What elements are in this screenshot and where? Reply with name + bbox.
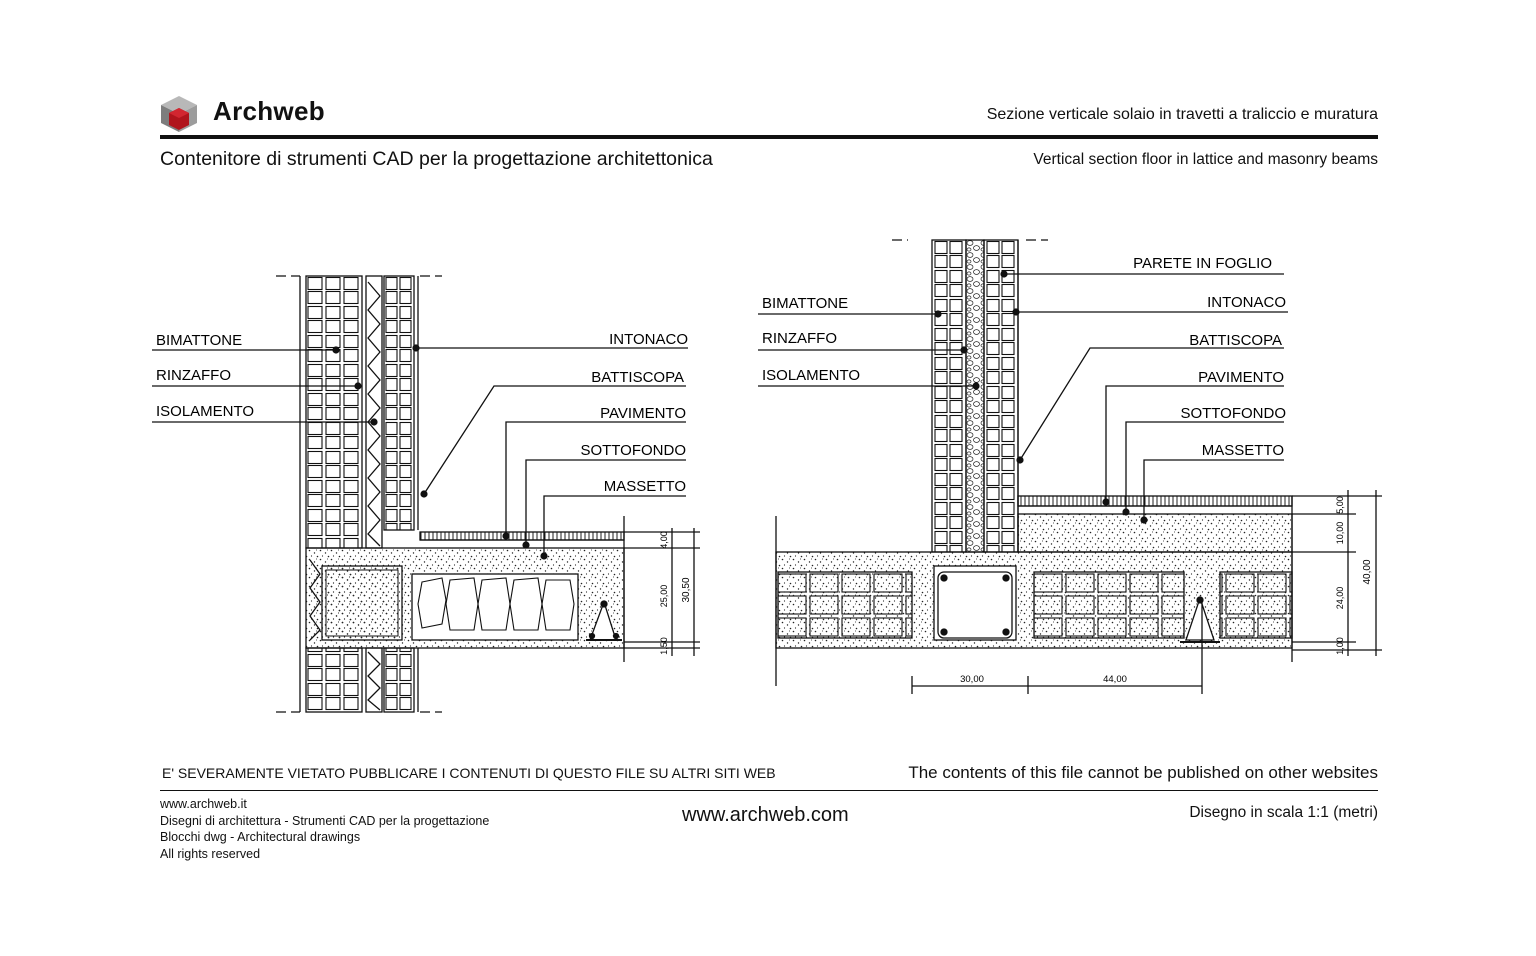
copyright-warning-english: The contents of this file cannot be publ…	[908, 763, 1378, 782]
label-bimattone-right: BIMATTONE	[762, 295, 848, 312]
footer-line-rights: All rights reserved	[160, 846, 261, 861]
drawing-title-italian: Sezione verticale solaio in travetti a t…	[986, 106, 1378, 123]
dim-4-left: 4,00	[659, 531, 669, 549]
label-battiscopa-left: BATTISCOPA	[591, 369, 684, 386]
label-pavimento-left: PAVIMENTO	[600, 405, 686, 422]
footer-line-blocks: Blocchi dwg - Architectural drawings	[160, 830, 361, 844]
dim-24-right: 24,00	[1335, 587, 1345, 610]
label-parete-in-foglio-right: PARETE IN FOGLIO	[1133, 255, 1272, 272]
dim-44-horizontal: 44,00	[1103, 674, 1127, 685]
dim-40-right: 40,00	[1362, 559, 1373, 584]
label-sottofondo-right: SOTTOFONDO	[1180, 405, 1286, 422]
label-isolamento-left: ISOLAMENTO	[156, 403, 254, 420]
dim-1-5-left: 1,50	[659, 637, 669, 655]
footer-site-link[interactable]: www.archweb.it	[160, 797, 247, 811]
left-section-detail	[152, 275, 700, 713]
archweb-cube-logo-icon	[161, 96, 197, 132]
label-rinzaffo-right: RINZAFFO	[762, 330, 837, 347]
label-isolamento-right: ISOLAMENTO	[762, 367, 860, 384]
dim-1-right: 1,00	[1335, 637, 1345, 655]
right-section-detail	[758, 239, 1382, 694]
footer-line-drawings: Disegni di architettura - Strumenti CAD …	[160, 813, 490, 828]
scale-note: Disegno in scala 1:1 (metri)	[1189, 804, 1378, 821]
dim-30-5-left: 30,50	[681, 577, 692, 602]
dim-5-right: 5,00	[1335, 496, 1345, 514]
site-url[interactable]: www.archweb.com	[682, 804, 849, 826]
label-intonaco-right: INTONACO	[1207, 294, 1286, 311]
dim-10-right: 10,00	[1335, 522, 1345, 545]
dim-30-horizontal: 30,00	[960, 674, 984, 685]
dim-25-left: 25,00	[659, 585, 669, 608]
label-massetto-left: MASSETTO	[604, 478, 686, 495]
drawing-title-english: Vertical section floor in lattice and ma…	[1033, 151, 1378, 168]
copyright-warning-italian: E' SEVERAMENTE VIETATO PUBBLICARE I CONT…	[162, 765, 776, 781]
header-rule	[160, 135, 1378, 139]
label-massetto-right: MASSETTO	[1202, 442, 1284, 459]
label-rinzaffo-left: RINZAFFO	[156, 367, 231, 384]
label-sottofondo-left: SOTTOFONDO	[580, 442, 686, 459]
label-battiscopa-right: BATTISCOPA	[1189, 332, 1282, 349]
label-intonaco-left: INTONACO	[609, 331, 688, 348]
footer-info: www.archweb.it Disegni di architettura -…	[160, 796, 489, 862]
label-pavimento-right: PAVIMENTO	[1198, 369, 1284, 386]
site-subtitle: Contenitore di strumenti CAD per la prog…	[160, 148, 713, 170]
footer-rule	[160, 790, 1378, 791]
label-bimattone-left: BIMATTONE	[156, 332, 242, 349]
brand-name[interactable]: Archweb	[213, 96, 325, 126]
